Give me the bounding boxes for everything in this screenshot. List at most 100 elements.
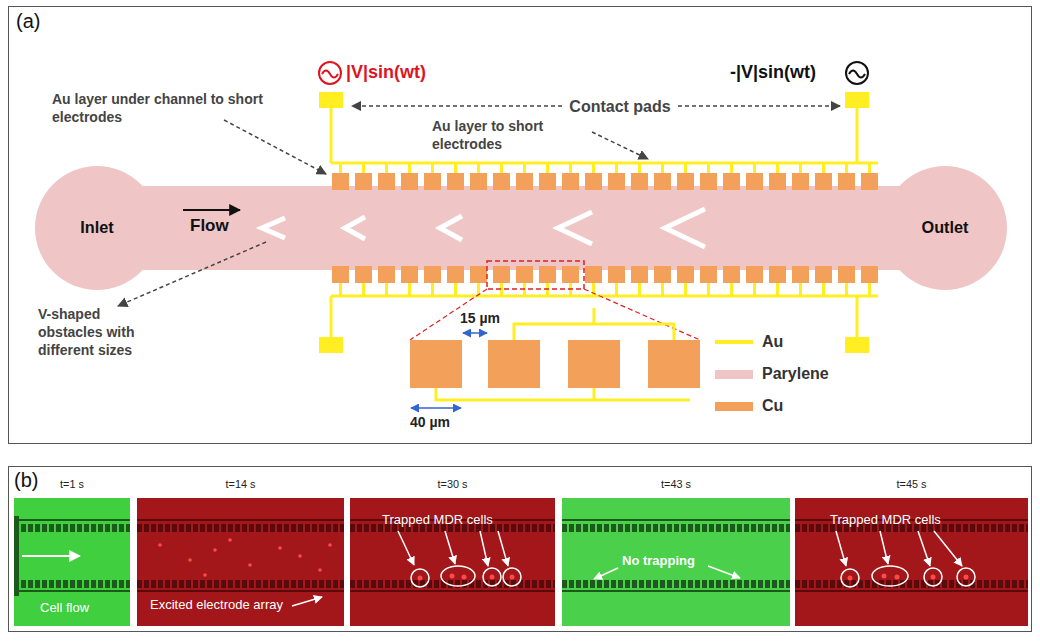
electrode-strip [795,590,1028,592]
pointer-arrow [594,568,618,579]
electrode-strip [562,580,790,588]
leader-line [352,105,562,107]
time-label: t=45 s [795,478,1028,491]
image-annotation: No trapping [622,553,695,569]
cell-dot [203,573,207,577]
cell-dot [931,575,936,580]
pointer-arrow [708,566,740,578]
au-lead [856,108,859,163]
port-label: Outlet [883,218,1007,238]
pointer-arrow [445,531,455,564]
pointer-arrow [934,531,962,566]
cu-electrode [488,340,540,388]
cell-dot [418,576,423,581]
contact-pad [319,337,343,353]
dimension-label: 15 µm [460,310,500,327]
signal-label: |V|sin(wt) [346,62,426,84]
cu-electrode-row [332,266,878,283]
trap-marker [957,568,975,586]
outlet-port: Outlet [883,166,1007,290]
micrograph-frame: t=43 s No trapping [562,478,790,626]
trap-marker [841,569,859,587]
leader-line [118,242,266,306]
cell-dot [510,575,515,580]
trap-marker [503,568,521,586]
contact-pad [319,92,343,108]
legend-text: Cu [762,396,783,415]
au-bracket [593,388,596,400]
au-stubs [332,283,878,296]
panel-frame: (a)InletOutlet [8,6,1032,444]
au-stubs [332,163,878,173]
micrograph-image [562,498,790,626]
pointer-arrow [398,531,414,565]
signal-label: -|V|sin(wt) [730,62,816,84]
cell-dot [328,543,332,547]
cell-dot [188,558,192,562]
trap-marker [872,566,908,586]
v-obstacle [558,212,592,244]
image-annotation: Trapped MDR cells [830,512,941,528]
electrode-strip [562,590,790,592]
cell-dot [895,575,900,580]
au-lead [330,296,333,337]
electrode-strip [14,590,130,592]
micrograph-image [14,498,130,626]
callout-label: V-shaped obstacles with different sizes [38,305,163,359]
contact-pad [845,92,869,108]
zoom-line [584,289,700,340]
cu-electrode [568,340,620,388]
time-label: t=1 s [14,478,130,491]
electrode-strip [137,590,344,592]
inlet-port: Inlet [35,166,159,290]
flow-arrow [183,209,240,211]
electrode-strip [562,519,790,521]
cell-dot [213,548,217,552]
image-annotation: Cell flow [40,600,89,616]
legend-text: Au [762,332,783,351]
time-label: t=30 s [350,478,555,491]
legend-text: Parylene [762,364,829,383]
ac-source-symbol [322,71,338,78]
callout-label: Contact pads [569,97,670,116]
electrode-end [14,516,19,596]
micrograph-frame: t=30 sTrapped MDR cells [350,478,555,626]
flow-arrow [22,555,80,557]
cell-dot [450,574,455,579]
leader-line [224,120,326,174]
port-label: Inlet [35,218,159,238]
cell-dot [298,554,302,558]
dimension-label: 40 µm [410,414,450,431]
electrode-strip [137,580,344,588]
pointer-arrow [836,531,846,566]
electrode-strip [562,524,790,532]
micrograph-image [137,498,344,626]
trap-marker [411,569,429,587]
callout-label: Au layer under channel to short electrod… [52,90,307,126]
zoom-frame [487,261,584,289]
legend-swatch [715,402,753,411]
cell-dot [490,575,495,580]
cu-electrode-row [332,173,878,190]
cu-electrode [410,340,462,388]
cell-dot [848,576,853,581]
micrograph-image [350,498,555,626]
electrode-strip [14,580,130,588]
v-obstacle [345,217,365,239]
micrograph-frame: t=45 s Trapped MDR cells [795,478,1028,626]
au-bracket [436,388,690,400]
electrode-strip [350,580,555,588]
cell-dot [278,546,282,550]
au-bracket [593,308,596,324]
cell-dot [462,575,467,580]
cu-electrode [648,340,700,388]
time-label: t=43 s [562,478,790,491]
cell-dot [248,563,252,567]
outlet-reservoir [883,166,1007,290]
dimension-arrow [411,407,461,409]
leader-line [678,105,840,107]
ac-source-symbol [846,62,868,84]
legend-swatch [715,370,753,379]
electrode-strip [137,519,344,521]
micrograph-frame: t=14 sExcited electrode array [137,478,344,626]
